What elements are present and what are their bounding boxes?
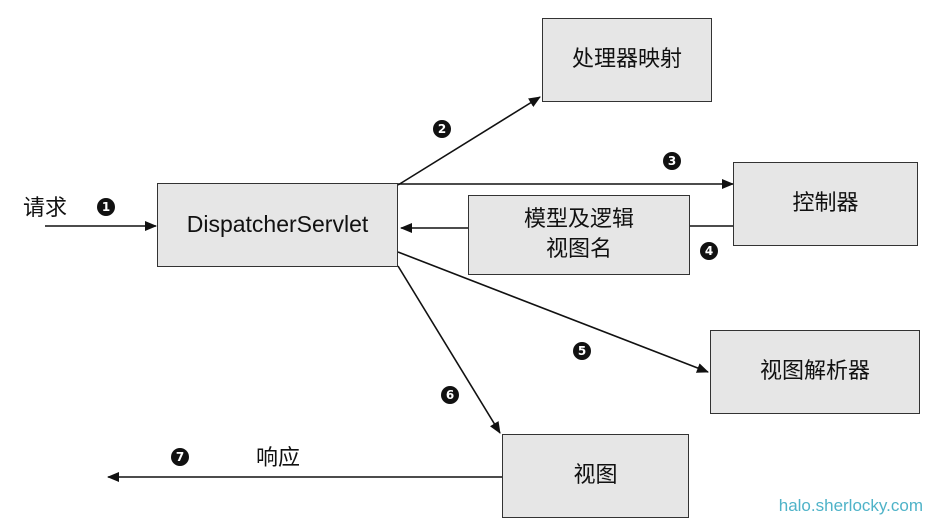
model-view-line1: 模型及逻辑 (523, 207, 634, 233)
view-node: 视图 (502, 434, 689, 518)
controller-node: 控制器 (733, 162, 918, 246)
dispatcher-servlet-node: DispatcherServlet (157, 183, 398, 267)
step-6-badge: 6 (441, 386, 459, 404)
step-1-badge: 1 (97, 198, 115, 216)
watermark: halo.sherlocky.com (778, 496, 923, 515)
model-and-view-name-node: 模型及逻辑 视图名 (468, 195, 690, 275)
step-3-badge: 3 (663, 152, 681, 170)
step-5-badge: 5 (573, 342, 591, 360)
step-7-badge: 7 (171, 448, 189, 466)
model-view-line2: 视图名 (545, 237, 612, 262)
view-resolver-label: 视图解析器 (759, 359, 870, 385)
view-resolver-node: 视图解析器 (710, 330, 920, 414)
handler-mapping-node: 处理器映射 (542, 18, 712, 102)
arrow-to-view (397, 265, 501, 434)
response-label: 响应 (256, 446, 301, 471)
handler-mapping-label: 处理器映射 (571, 47, 682, 73)
step-2-badge: 2 (433, 120, 451, 138)
view-label: 视图 (573, 463, 618, 489)
arrow-to-handler-mapping (397, 96, 541, 186)
dispatcher-servlet-label: DispatcherServlet (186, 211, 369, 238)
arrow-to-view-resolver (397, 251, 709, 373)
controller-label: 控制器 (792, 191, 859, 217)
request-label: 请求 (23, 196, 68, 221)
step-4-badge: 4 (700, 242, 718, 260)
